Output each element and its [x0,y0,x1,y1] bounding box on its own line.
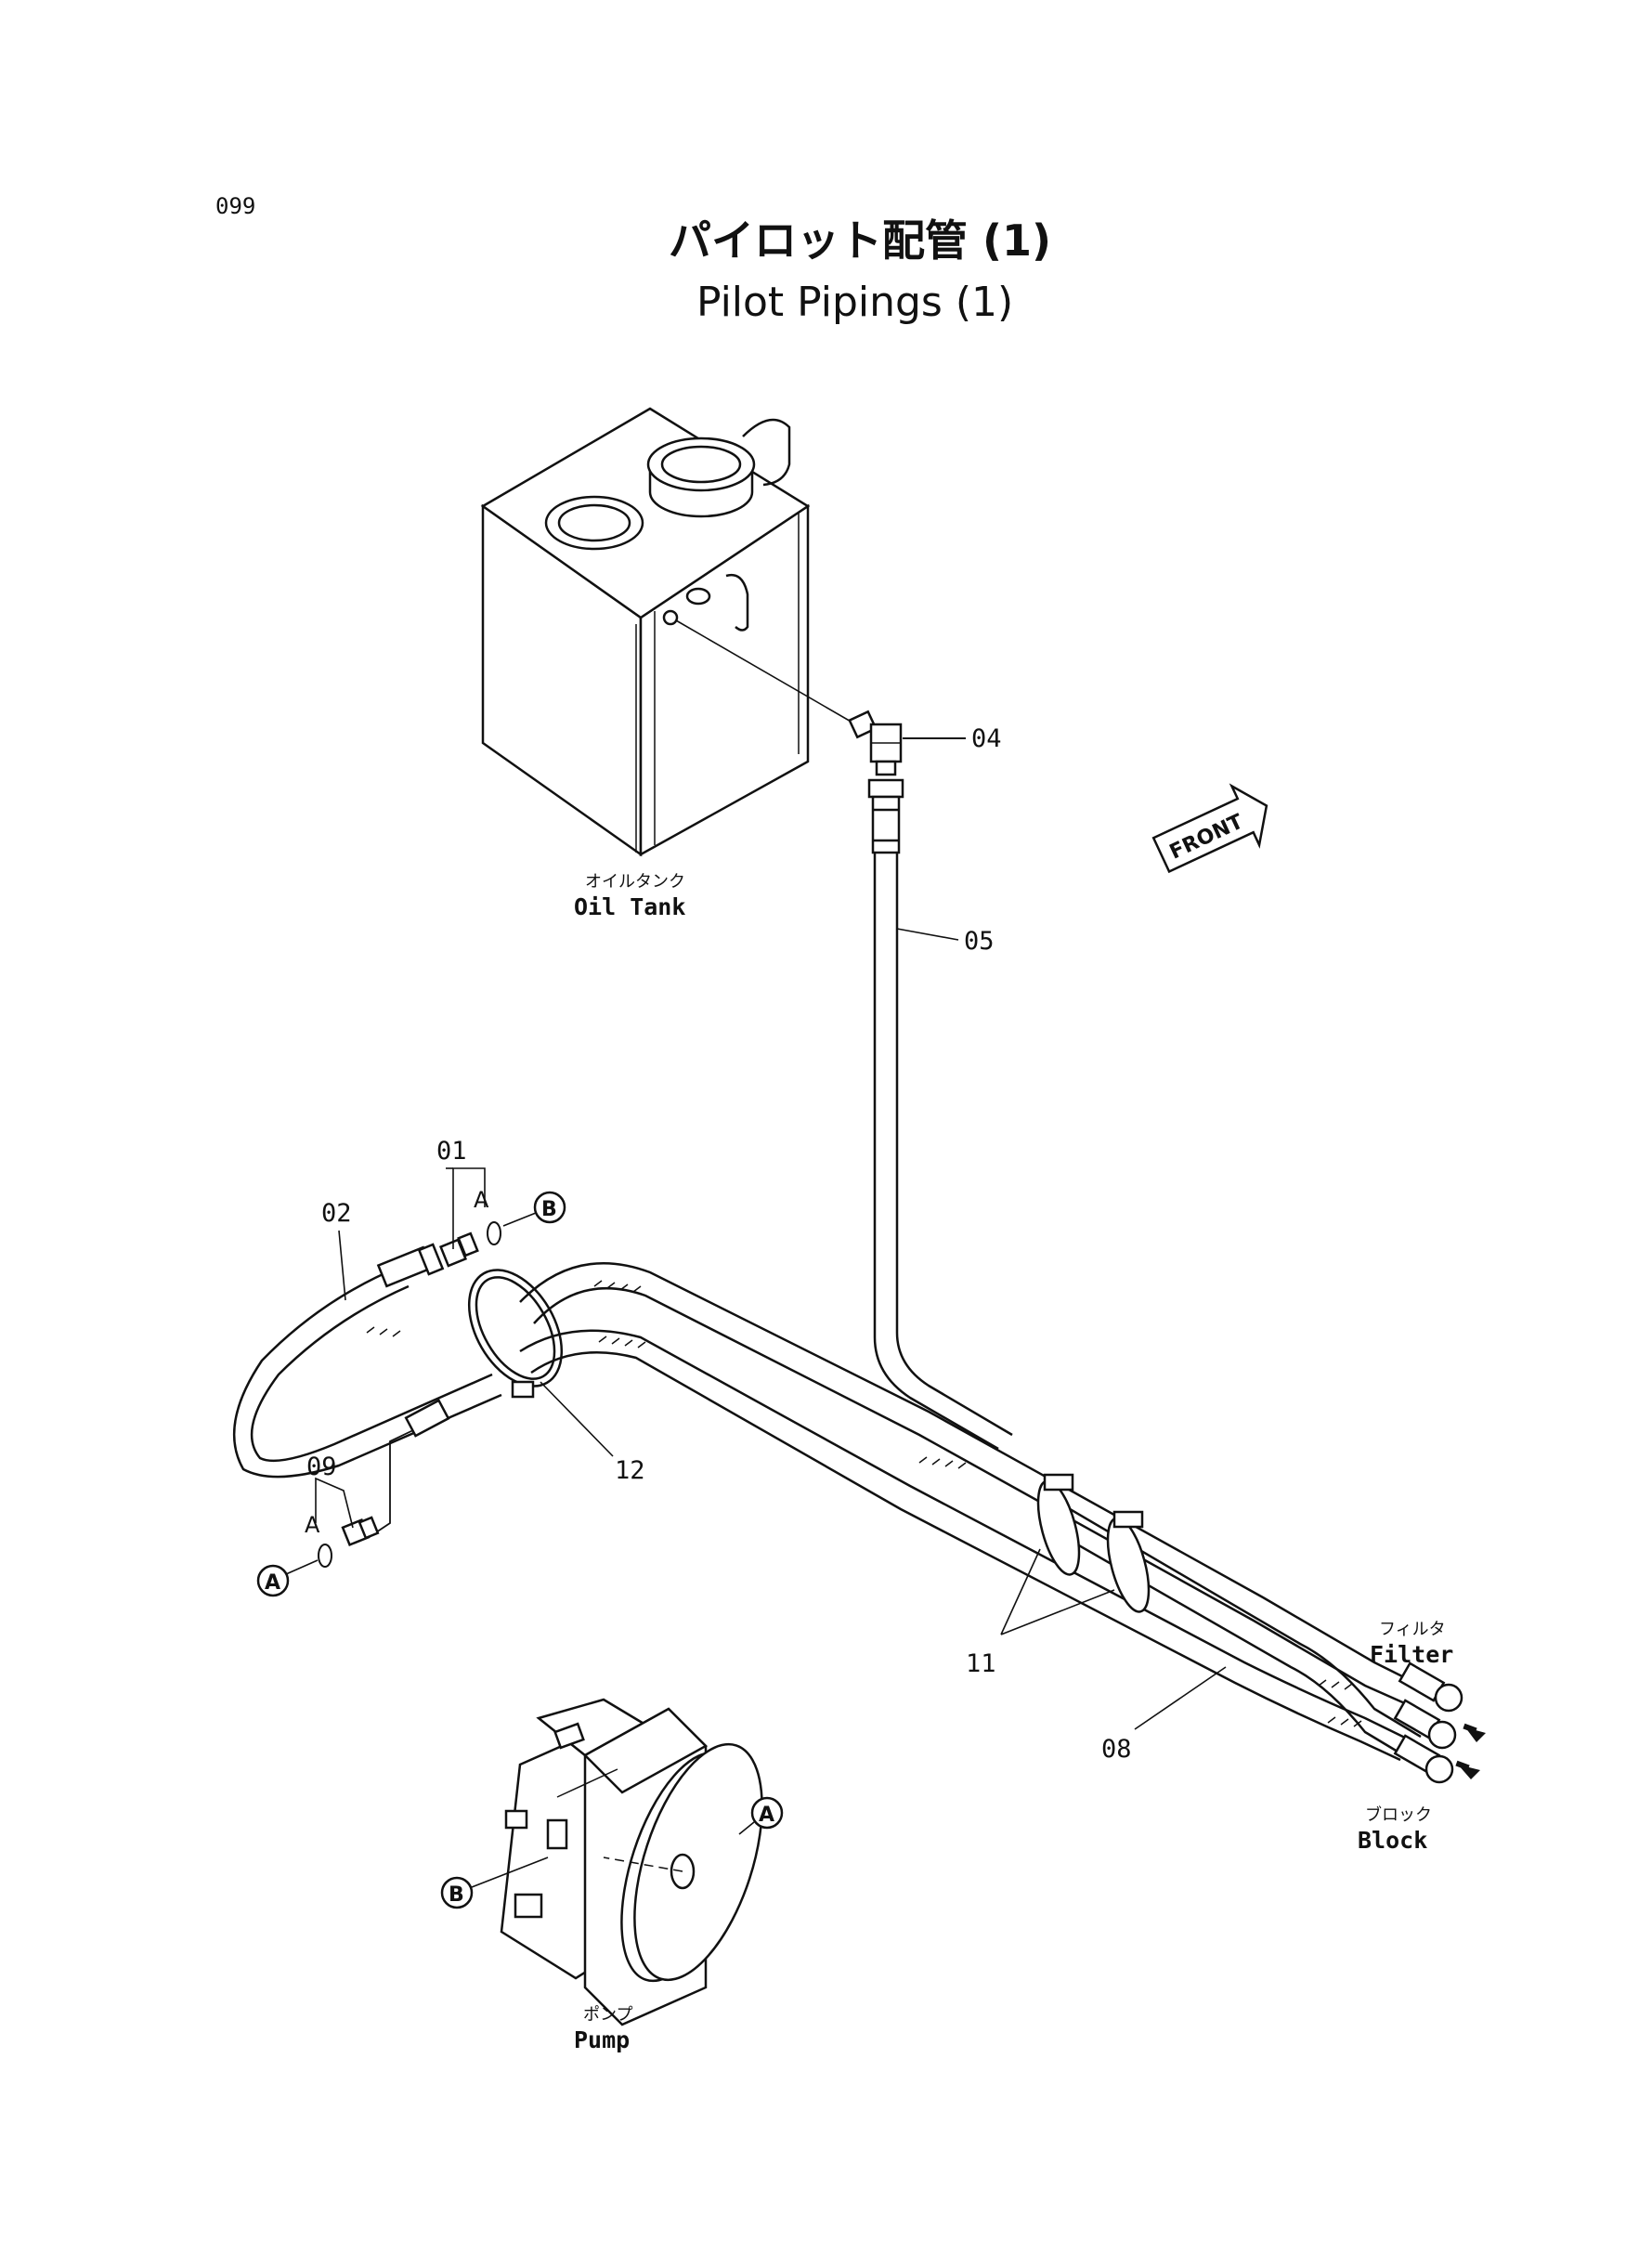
leader-12 [540,1381,614,1457]
part-02-label: 02 [321,1199,352,1228]
port-a-lower-circle-label: A [265,1571,280,1595]
flow-arrows [1455,1723,1486,1779]
leader-09-bracket [315,1477,354,1529]
o-ring-upper [487,1221,501,1245]
pump-label-en: Pump [574,2026,630,2053]
part-01-label: 01 [436,1137,467,1166]
title-english: Pilot Pipings (1) [696,279,1013,326]
pump-port-b-marker [440,1876,474,1909]
part-05-label: 05 [964,927,995,956]
port-b-upper-label: B [541,1198,557,1221]
pipe-lower-leader [375,1429,414,1533]
filter-label-en: Filter [1370,1641,1453,1668]
leader-pump-b [471,1857,549,1888]
front-direction-arrow: FRONT [1151,783,1268,874]
oil-tank-drawing [480,407,811,857]
pump-port-a-label: A [759,1804,774,1827]
page-number: 099 [215,193,255,219]
leader-pump-a [738,1821,755,1835]
block-label-ja: ブロック [1365,1804,1432,1825]
leader-11 [1000,1548,1115,1635]
elbow-fitting-04 [848,710,903,776]
pump-label-ja: ポンプ [583,2005,632,2025]
port-a-lower-marker [256,1564,290,1597]
oil-tank-label-ja: オイルタンク [585,872,685,892]
leader-02 [338,1230,346,1301]
title-japanese: パイロット配管 (1) [669,215,1051,266]
part-11-label: 11 [966,1649,996,1678]
connector-01 [438,1231,479,1268]
o-ring-lower [318,1544,332,1568]
hose-bundle-08 [519,1261,1463,1784]
pump-port-a-marker [750,1796,784,1830]
port-a-lower-label: A [305,1512,320,1538]
part-04-label: 04 [971,724,1002,753]
part-08-label: 08 [1101,1735,1132,1764]
leader-08 [1134,1666,1227,1730]
connector-09 [341,1516,380,1547]
port-b-upper-marker [533,1191,566,1224]
part-12-label: 12 [615,1456,645,1485]
hose-clamps-11 [1036,1473,1151,1613]
filter-label-ja: フィルタ [1379,1620,1446,1639]
hose-end-fitting-lower [404,1399,450,1438]
hose-05 [867,778,1013,1451]
port-a-upper-label: A [474,1187,489,1213]
leader-a-lower [285,1559,319,1575]
pump-port-b-label: B [449,1883,464,1907]
clamp-ring-12 [467,1269,564,1399]
leader-05 [896,928,959,941]
hose-02 [232,1243,502,1479]
part-09-label: 09 [306,1453,337,1481]
leader-b-upper [502,1212,537,1227]
pump-drawing [500,1698,763,2026]
oil-tank-label-en: Oil Tank [574,893,685,920]
tank-port-leader [675,619,860,727]
leader-01-bracket [446,1167,486,1249]
block-label-en: Block [1358,1827,1427,1854]
